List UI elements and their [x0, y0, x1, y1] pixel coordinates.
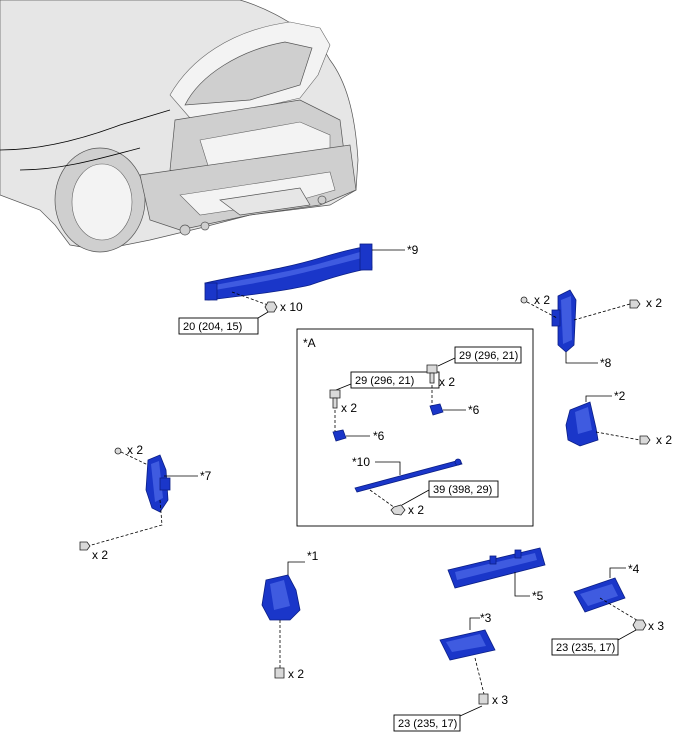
absorber-part-4 [573, 577, 626, 613]
torque-spec-A2: 29 (296, 21) [459, 350, 518, 362]
nut-icon [390, 504, 406, 516]
qty-detail-A-bolts-right: x 2 [439, 375, 455, 389]
torque-spec-9: 20 (204, 15) [183, 321, 242, 333]
torque-box-A1 [350, 371, 440, 389]
label-part-8: *8 [600, 356, 612, 370]
clip-part-6-left [332, 429, 347, 442]
bolt-icon [426, 364, 438, 384]
qty-part-9-bolts: x 10 [280, 300, 303, 314]
torque-box-3 [393, 714, 461, 732]
torque-box-9 [178, 317, 259, 335]
qty-part-8-nuts: x 2 [534, 293, 550, 307]
bolt-icon [639, 435, 651, 445]
qty-detail-A-bolts-left: x 2 [341, 401, 357, 415]
bolt-icon [274, 667, 285, 679]
bracket-part-1 [261, 574, 301, 621]
vehicle-rear-illustration [0, 0, 359, 253]
label-part-10: *10 [352, 455, 370, 469]
label-part-5: *5 [532, 589, 544, 603]
clip-part-6-right [429, 403, 444, 416]
bracket-part-8 [551, 289, 577, 353]
qty-part-7-nuts: x 2 [127, 443, 143, 457]
qty-part-4-bolts: x 3 [648, 619, 664, 633]
stay-rod-part-10 [354, 458, 463, 493]
qty-part-2-bolts: x 2 [656, 433, 672, 447]
torque-spec-4: 23 (235, 17) [556, 642, 615, 654]
detail-box-A [296, 328, 534, 527]
rear-bumper-reinforcement-part [204, 243, 373, 301]
label-detail-A: *A [303, 336, 316, 350]
label-part-3: *3 [480, 611, 492, 625]
torque-box-4 [551, 638, 619, 656]
torque-box-A2 [454, 346, 522, 364]
torque-box-A10 [428, 480, 499, 498]
absorber-part-5 [447, 547, 546, 589]
torque-spec-3: 23 (235, 17) [398, 718, 457, 730]
bolt-icon [79, 541, 91, 551]
label-part-7: *7 [200, 469, 212, 483]
label-part-4: *4 [628, 562, 640, 576]
label-part-6-left: *6 [373, 429, 385, 443]
label-part-6-right: *6 [468, 403, 480, 417]
bolt-icon [264, 301, 278, 313]
torque-spec-A1: 29 (296, 21) [355, 375, 414, 387]
bracket-part-2 [565, 401, 599, 447]
label-part-1: *1 [307, 549, 319, 563]
bolt-icon [629, 299, 641, 309]
torque-spec-A10: 39 (398, 29) [433, 484, 492, 496]
absorber-part-3 [439, 629, 496, 661]
qty-part-7-bolts: x 2 [92, 548, 108, 562]
qty-part-8-bolts: x 2 [646, 296, 662, 310]
qty-part-3-bolts: x 3 [492, 693, 508, 707]
label-part-2: *2 [614, 389, 626, 403]
bolt-icon [478, 693, 489, 705]
qty-part-10-nuts: x 2 [408, 503, 424, 517]
label-part-9: *9 [407, 243, 419, 257]
bolt-icon [632, 619, 647, 631]
bracket-part-7 [145, 454, 171, 513]
bolt-icon [329, 389, 341, 409]
qty-part-1-bolts: x 2 [288, 667, 304, 681]
